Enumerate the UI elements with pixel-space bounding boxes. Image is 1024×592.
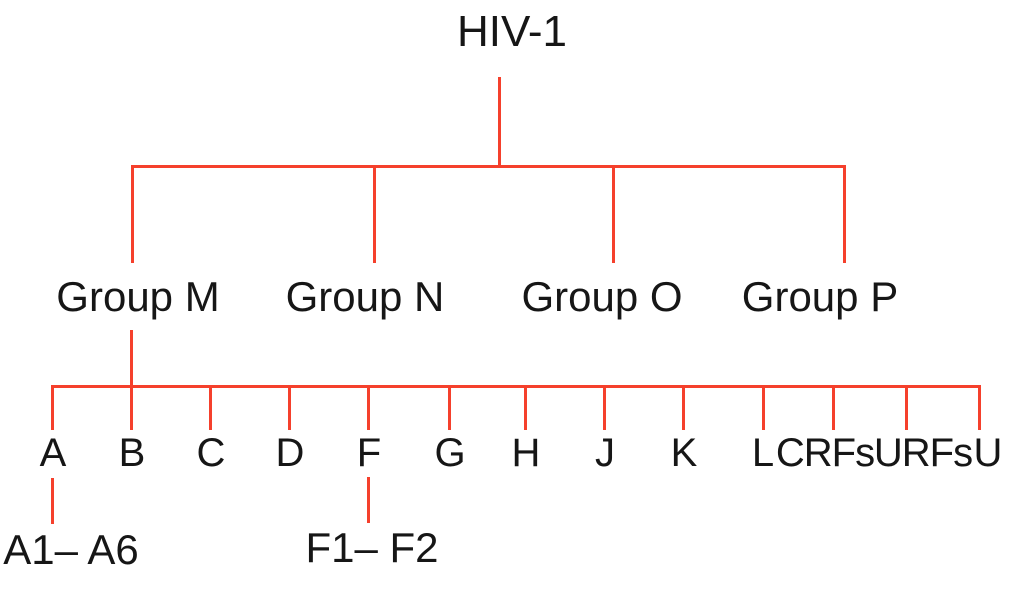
edge-tick-j — [603, 385, 606, 430]
subtype-a-range-label: A1– A6 — [3, 526, 139, 573]
subtype-f-range-label: F1– F2 — [305, 524, 439, 571]
subtype-u-label: U — [973, 431, 1003, 475]
edge-root-stem — [498, 77, 501, 165]
edge-tick-c — [209, 385, 212, 430]
group-o-label: Group O — [521, 273, 683, 320]
edge-tick-u — [978, 385, 981, 430]
subtype-crfs-label: CRFs — [775, 431, 875, 475]
edge-group-o-stem — [612, 165, 615, 263]
edge-group-p-stem — [843, 165, 846, 263]
subtype-c-label: C — [196, 431, 226, 475]
edge-tick-crfs — [832, 385, 835, 430]
edge-tick-l — [762, 385, 765, 430]
edge-groups-hbar — [131, 165, 846, 168]
edge-tick-a — [51, 385, 54, 430]
edge-subtype-f-substem — [367, 477, 370, 523]
edge-tick-h — [524, 385, 527, 430]
edge-tick-b — [130, 385, 133, 430]
edge-tick-k — [682, 385, 685, 430]
group-p-label: Group P — [741, 273, 899, 320]
edge-tick-f — [367, 385, 370, 430]
edge-group-m-stem — [131, 165, 134, 263]
edge-group-n-stem — [373, 165, 376, 263]
edge-tick-g — [448, 385, 451, 430]
subtype-f-label: F — [356, 431, 382, 475]
edge-tick-d — [288, 385, 291, 430]
edge-tick-urfs — [905, 385, 908, 430]
edge-group-m-lower-stem — [130, 330, 133, 387]
group-m-label: Group M — [56, 273, 220, 320]
subtype-h-label: H — [511, 431, 541, 475]
group-n-label: Group N — [285, 273, 445, 320]
subtype-a-label: A — [39, 431, 67, 475]
root-node-label: HIV-1 — [456, 7, 568, 56]
subtype-g-label: G — [434, 431, 466, 475]
subtype-k-label: K — [670, 431, 698, 475]
subtype-d-label: D — [275, 431, 305, 475]
subtype-j-label: J — [595, 431, 615, 475]
edge-subtypes-hbar — [51, 385, 981, 388]
subtype-urfs-label: URFs — [873, 431, 973, 475]
edge-subtype-a-substem — [51, 478, 54, 524]
subtype-b-label: B — [118, 431, 146, 475]
subtype-l-label: L — [751, 431, 775, 475]
